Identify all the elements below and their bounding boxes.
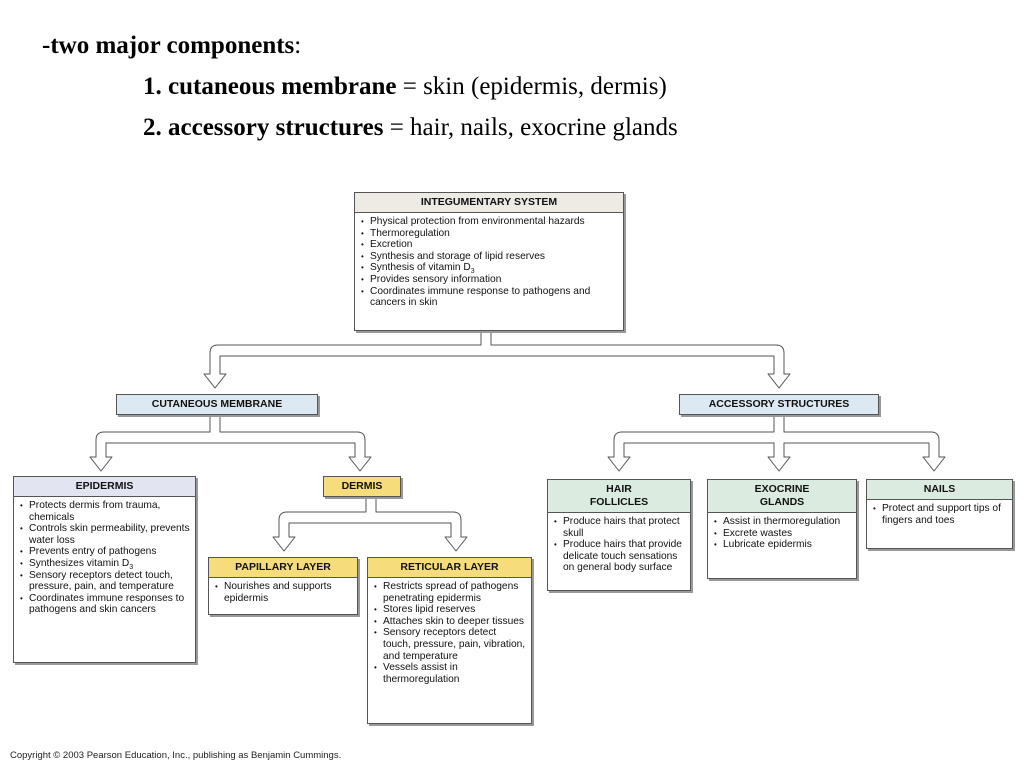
reticular-layer-box: RETICULAR LAYER Restricts spread of path… [367, 557, 532, 724]
epidermis-title: EPIDERMIS [14, 477, 195, 497]
nails-title: NAILS [867, 480, 1012, 500]
list-item: Attaches skin to deeper tissues [374, 616, 526, 628]
exocrine-glands-functions-list: Assist in thermoregulation Excrete waste… [708, 513, 856, 555]
list-item: Coordinates immune response to pathogens… [361, 286, 618, 309]
heading-line-1-bold: -two major components [42, 32, 295, 59]
epidermis-box: EPIDERMIS Protects dermis from trauma, c… [13, 476, 196, 663]
heading-line-3-bold: 2. accessory structures [143, 114, 384, 141]
hair-follicles-title: HAIR FOLLICLES [548, 480, 690, 513]
list-item: Vessels assist in thermoregulation [374, 662, 526, 685]
list-item: Provides sensory information [361, 274, 618, 286]
heading-line-1-rest: : [294, 32, 302, 59]
list-item: Prevents entry of pathogens [20, 546, 190, 558]
dermis-box: DERMIS [323, 476, 401, 497]
list-item: Protect and support tips of fingers and … [873, 503, 1007, 526]
hair-follicles-box: HAIR FOLLICLES Produce hairs that protec… [547, 479, 691, 591]
list-item: Controls skin permeability, prevents wat… [20, 523, 190, 546]
papillary-layer-title: PAPILLARY LAYER [209, 558, 357, 578]
copyright-notice: Copyright © 2003 Pearson Education, Inc.… [10, 750, 342, 761]
integumentary-system-title: INTEGUMENTARY SYSTEM [355, 193, 623, 213]
cutaneous-membrane-title: CUTANEOUS MEMBRANE [117, 395, 317, 414]
list-item-text: Synthesis of vitamin D [370, 262, 471, 274]
list-item: Sensory receptors detect touch, pressure… [374, 627, 526, 662]
exocrine-glands-title-line-1: EXOCRINE [754, 483, 810, 495]
list-item-text: Synthesizes vitamin D [29, 557, 130, 569]
list-item: Nourishes and supports epidermis [215, 581, 352, 604]
hair-follicles-title-line-2: FOLLICLES [589, 496, 649, 508]
heading-line-3: 2. accessory structures = hair, nails, e… [143, 114, 678, 142]
integumentary-functions-list: Physical protection from environmental h… [355, 213, 623, 313]
connector-cutaneous-split [89, 415, 372, 472]
heading-line-1: -two major components: [42, 32, 301, 60]
list-item: Protects dermis from trauma, chemicals [20, 500, 190, 523]
heading-line-2: 1. cutaneous membrane = skin (epidermis,… [143, 73, 667, 101]
list-item: Assist in thermoregulation [714, 516, 851, 528]
list-item: Synthesis and storage of lipid reserves [361, 251, 618, 263]
nails-box: NAILS Protect and support tips of finger… [866, 479, 1013, 549]
nails-functions-list: Protect and support tips of fingers and … [867, 500, 1012, 530]
heading-line-3-rest: = hair, nails, exocrine glands [383, 114, 678, 141]
list-item: Lubricate epidermis [714, 539, 851, 551]
papillary-functions-list: Nourishes and supports epidermis [209, 578, 357, 608]
list-item: Synthesis of vitamin D3 [361, 262, 618, 276]
list-item: Thermoregulation [361, 228, 618, 240]
list-item: Excrete wastes [714, 528, 851, 540]
list-item: Produce hairs that protect skull [554, 516, 685, 539]
connector-accessory-split [607, 415, 946, 472]
cutaneous-membrane-box: CUTANEOUS MEMBRANE [116, 394, 318, 415]
list-item: Excretion [361, 239, 618, 251]
heading-line-2-rest: = skin (epidermis, dermis) [396, 73, 667, 100]
reticular-functions-list: Restricts spread of pathogens penetratin… [368, 578, 531, 689]
list-item: Stores lipid reserves [374, 604, 526, 616]
hair-follicles-functions-list: Produce hairs that protect skull Produce… [548, 513, 690, 578]
exocrine-glands-title: EXOCRINE GLANDS [708, 480, 856, 513]
vitamin-subscript: 3 [129, 564, 134, 571]
list-item: Coordinates immune responses to pathogen… [20, 593, 190, 616]
list-item: Produce hairs that provide delicate touc… [554, 539, 685, 574]
heading-line-2-bold: 1. cutaneous membrane [143, 73, 397, 100]
accessory-structures-box: ACCESSORY STRUCTURES [679, 394, 879, 415]
list-item: Sensory receptors detect touch, pressure… [20, 570, 190, 593]
dermis-title: DERMIS [324, 477, 400, 496]
exocrine-glands-title-line-2: GLANDS [759, 496, 805, 508]
list-item: Physical protection from environmental h… [361, 216, 618, 228]
list-item: Restricts spread of pathogens penetratin… [374, 581, 526, 604]
papillary-layer-box: PAPILLARY LAYER Nourishes and supports e… [208, 557, 358, 615]
accessory-structures-title: ACCESSORY STRUCTURES [680, 395, 878, 414]
epidermis-functions-list: Protects dermis from trauma, chemicals C… [14, 497, 195, 620]
hair-follicles-title-line-1: HAIR [606, 483, 632, 495]
connector-dermis-split [272, 496, 468, 552]
exocrine-glands-box: EXOCRINE GLANDS Assist in thermoregulati… [707, 479, 857, 579]
integumentary-system-box: INTEGUMENTARY SYSTEM Physical protection… [354, 192, 624, 331]
reticular-layer-title: RETICULAR LAYER [368, 558, 531, 578]
list-item: Synthesizes vitamin D3 [20, 557, 190, 571]
vitamin-subscript: 3 [470, 268, 475, 276]
connector-integumentary-split [203, 330, 791, 389]
